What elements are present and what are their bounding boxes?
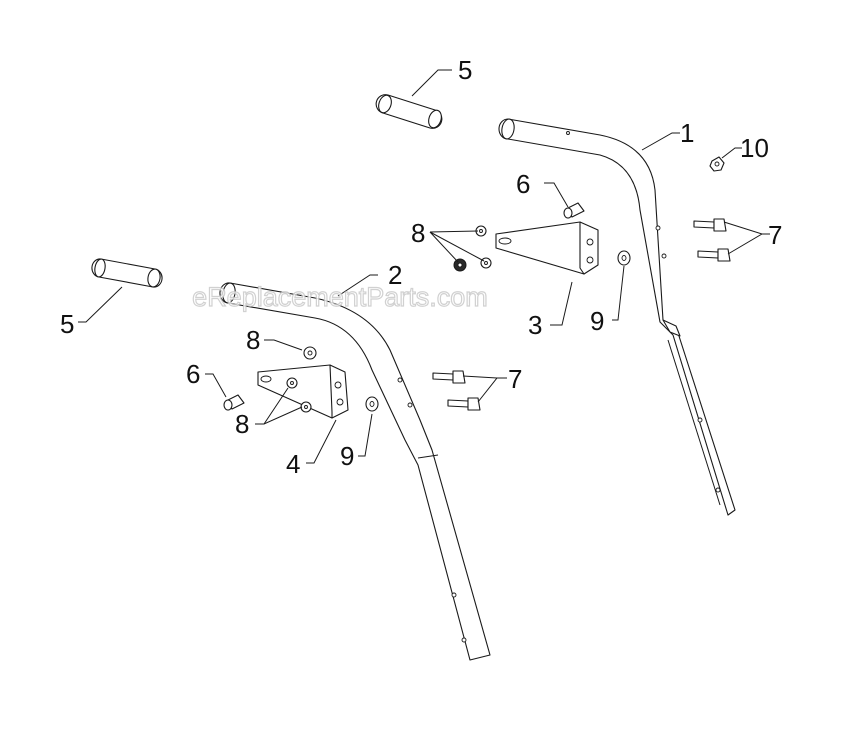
callout-7-middle: 7 bbox=[508, 364, 522, 394]
handle-left bbox=[219, 282, 491, 661]
bolt-top bbox=[563, 202, 585, 219]
callout-6-left: 6 bbox=[186, 359, 200, 389]
grip-left bbox=[91, 258, 163, 288]
leader-lines bbox=[78, 69, 770, 464]
callout-5-left: 5 bbox=[60, 309, 74, 339]
washers-top bbox=[453, 225, 492, 272]
bolt-left bbox=[223, 394, 245, 411]
callout-4: 4 bbox=[286, 449, 300, 479]
callout-9-right: 9 bbox=[590, 306, 604, 336]
handle-right bbox=[498, 118, 736, 516]
bracket-right bbox=[495, 221, 599, 275]
callout-1: 1 bbox=[680, 118, 694, 148]
grip-top bbox=[375, 94, 443, 129]
callout-5-top: 5 bbox=[458, 55, 472, 85]
callout-3: 3 bbox=[528, 310, 542, 340]
bracket-left bbox=[257, 364, 349, 419]
bolts-middle bbox=[432, 370, 481, 411]
callout-10: 10 bbox=[740, 133, 769, 163]
nut-10 bbox=[709, 156, 725, 172]
washers-left bbox=[286, 346, 317, 413]
washer-left bbox=[365, 396, 379, 412]
callout-6-top: 6 bbox=[516, 169, 530, 199]
callout-8-top: 8 bbox=[411, 218, 425, 248]
callout-7-right: 7 bbox=[768, 220, 782, 250]
callout-9-left: 9 bbox=[340, 441, 354, 471]
watermark-text: eReplacementParts.com bbox=[192, 282, 488, 312]
callout-8-left-bottom: 8 bbox=[235, 409, 249, 439]
callout-8-left-top: 8 bbox=[246, 325, 260, 355]
callout-2: 2 bbox=[388, 260, 402, 290]
washer-right bbox=[617, 250, 631, 266]
bolts-right bbox=[693, 218, 731, 262]
